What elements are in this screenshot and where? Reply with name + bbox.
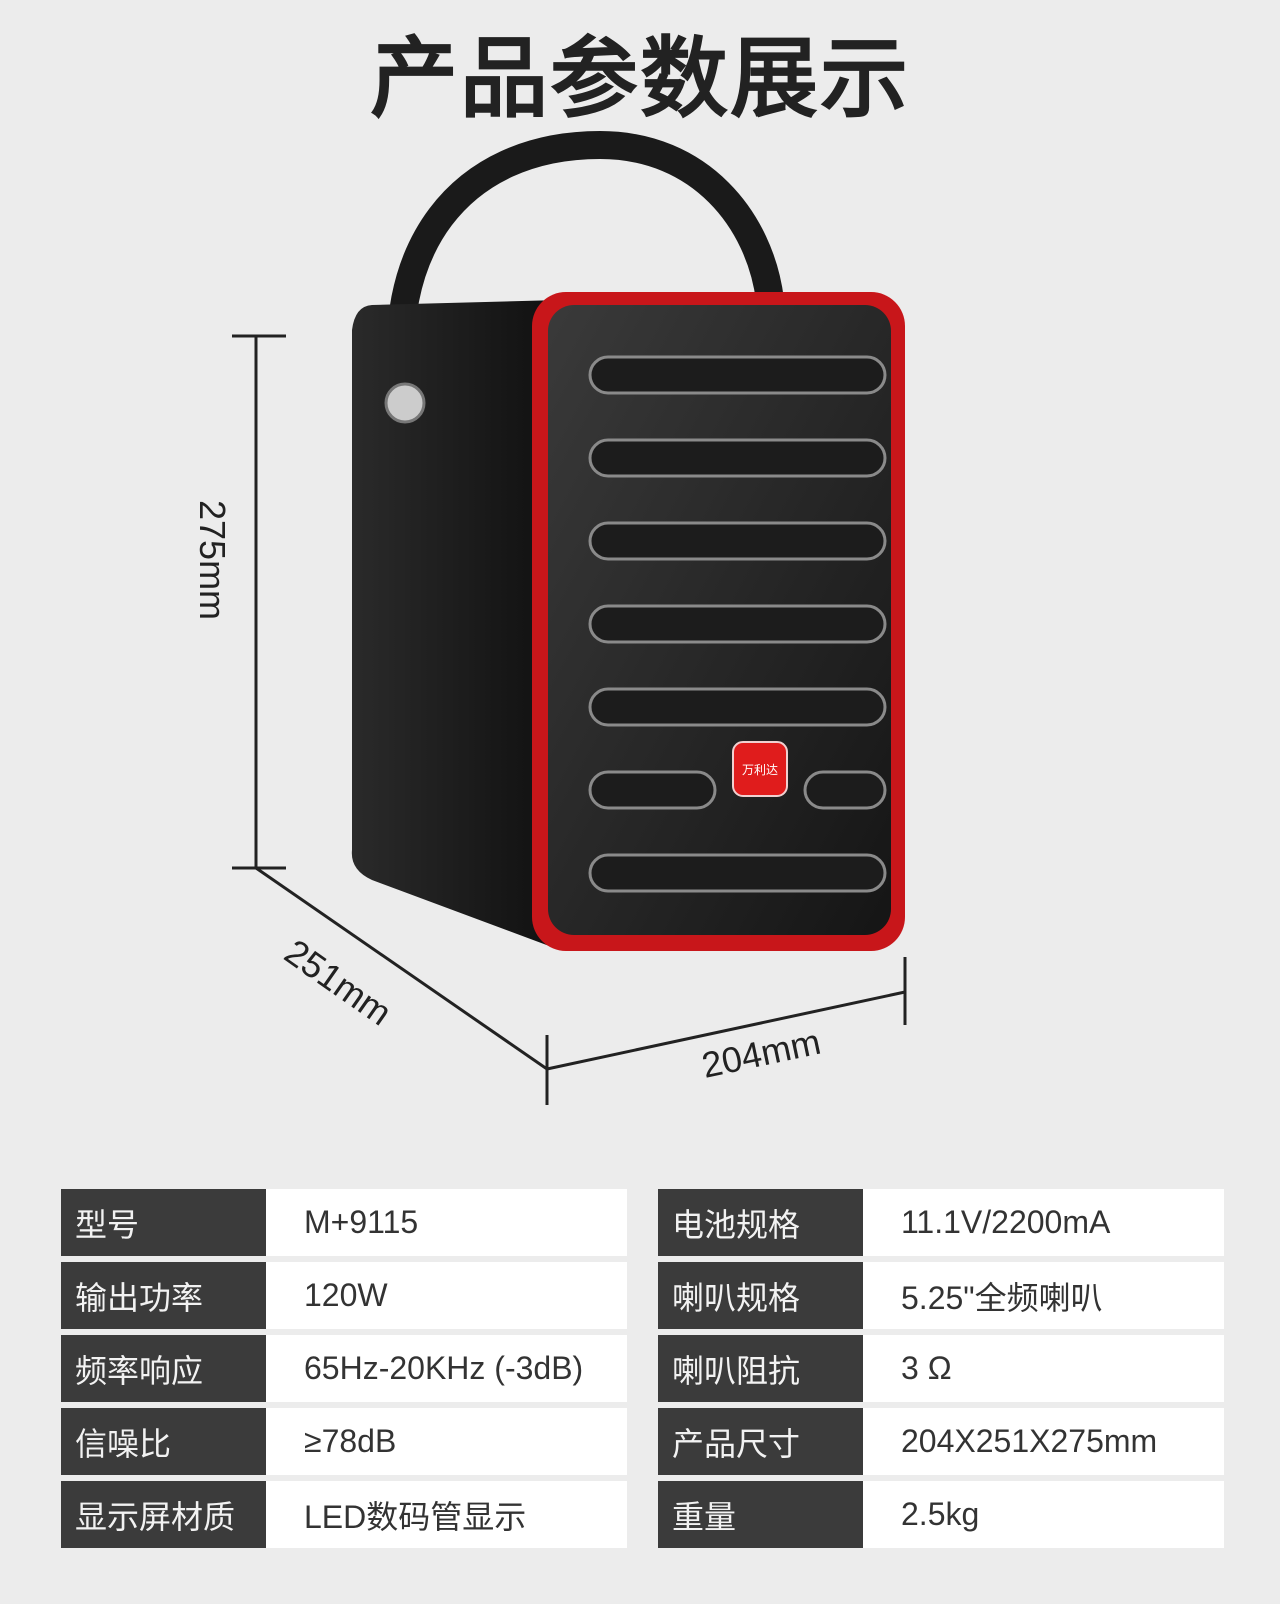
handle-screw-icon xyxy=(384,382,426,424)
spec-value: ≥78dB xyxy=(266,1408,627,1475)
spec-label: 型号 xyxy=(61,1189,266,1256)
depth-dimension: 251mm xyxy=(277,931,399,1033)
page-title: 产品参数展示 xyxy=(369,27,910,130)
spec-value: 65Hz-20KHz (-3dB) xyxy=(266,1335,627,1402)
spec-label: 喇叭阻抗 xyxy=(658,1335,863,1402)
spec-label: 频率响应 xyxy=(61,1335,266,1402)
speaker-handle xyxy=(386,130,784,419)
grille-ridge xyxy=(588,853,887,893)
spec-value: M+9115 xyxy=(266,1189,627,1256)
grille-ridge xyxy=(588,438,887,478)
grille-ridge xyxy=(588,770,717,810)
speaker-side xyxy=(351,300,560,950)
brand-logo xyxy=(732,741,788,797)
spec-value: LED数码管显示 xyxy=(266,1481,627,1548)
grille-ridge xyxy=(588,355,887,395)
spec-value: 120W xyxy=(266,1262,627,1329)
spec-value: 204X251X275mm xyxy=(863,1408,1224,1475)
spec-label: 信噪比 xyxy=(61,1408,266,1475)
spec-label: 产品尺寸 xyxy=(658,1408,863,1475)
spec-value: 2.5kg xyxy=(863,1481,1224,1548)
spec-label: 输出功率 xyxy=(61,1262,266,1329)
dimension-lines xyxy=(232,334,907,1105)
product-illustration: 万利达 275mm 251mm 204mm xyxy=(192,130,907,1105)
spec-label: 电池规格 xyxy=(658,1189,863,1256)
grille-ridge xyxy=(588,687,887,727)
spec-label: 显示屏材质 xyxy=(61,1481,266,1548)
height-dimension: 275mm xyxy=(192,500,233,620)
grille-ridge xyxy=(588,604,887,644)
grille-ridges xyxy=(588,355,887,893)
brand-logo-text: 万利达 xyxy=(742,763,778,777)
width-dimension: 204mm xyxy=(698,1021,824,1086)
spec-value: 5.25"全频喇叭 xyxy=(863,1262,1224,1329)
grille-ridge xyxy=(803,770,887,810)
spec-row: 信噪比≥78dB xyxy=(61,1408,627,1475)
grille-ridge xyxy=(588,521,887,561)
spec-label: 重量 xyxy=(658,1481,863,1548)
spec-value: 11.1V/2200mA xyxy=(863,1189,1224,1256)
spec-label: 喇叭规格 xyxy=(658,1262,863,1329)
spec-value: 3 Ω xyxy=(863,1335,1224,1402)
